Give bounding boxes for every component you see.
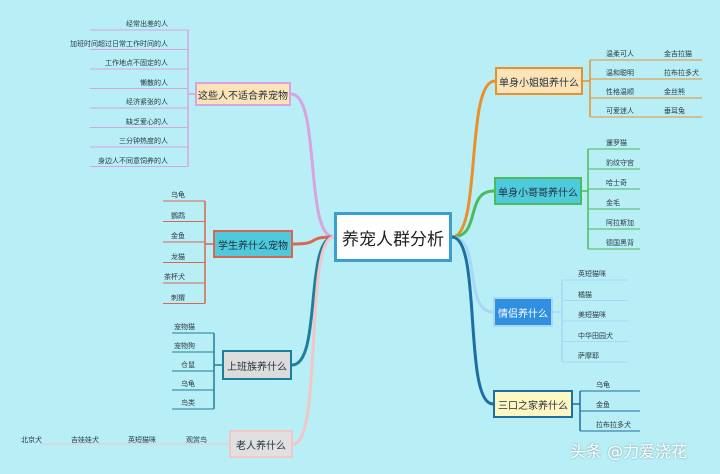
leaf-label[interactable]: 乌龟 [171,191,185,199]
leaf-label[interactable]: 懒散的人 [140,78,168,87]
leaf-label[interactable]: 德国黑背 [606,239,634,247]
leaf-label[interactable]: 龙猫 [171,252,185,261]
leaf-label[interactable]: 阿拉斯加 [606,219,634,227]
trait-label[interactable]: 性格温顺 [606,88,634,96]
leaf-label[interactable]: 茶杯犬 [164,273,185,281]
leaf-label[interactable]: 橘猫 [578,290,592,299]
leaf-label[interactable]: 身边人不同意饲养的人 [98,156,168,165]
leaf-label[interactable]: 金毛 [606,199,620,207]
trait-label[interactable]: 温柔可人 [606,50,634,58]
leaf-label[interactable]: 拉布拉多犬 [664,69,699,77]
leaf-label[interactable]: 金鱼 [596,401,610,409]
leaf-label[interactable]: 暹罗猫 [606,139,627,147]
branch-single-male[interactable]: 单身小哥哥养什么 [494,177,582,205]
leaf-label[interactable]: 金丝熊 [664,88,685,96]
leaf-label[interactable]: 北京犬 [21,436,42,444]
leaf-label[interactable]: 仓鼠 [181,361,195,369]
leaf-label[interactable]: 宠物猫 [174,323,195,331]
branch-curve [450,235,495,406]
root-node[interactable]: 养宠人群分析 [334,212,452,262]
watermark: 头条 @力爱浇花 [570,442,688,461]
branch-curve [450,235,495,314]
branch-unsuitable[interactable]: 这些人不适合养宠物 [195,82,291,106]
leaf-label[interactable]: 经常出差的人 [126,20,168,28]
leaf-label[interactable]: 哈士奇 [606,179,627,187]
branch-family[interactable]: 三口之家养什么 [493,390,573,418]
branch-office[interactable]: 上班族养什么 [222,350,292,380]
branch-elderly[interactable]: 老人养什么 [229,430,293,458]
branch-curve [450,189,496,239]
leaf-label[interactable]: 三分钟热度的人 [119,137,168,145]
leaf-label[interactable]: 乌龟 [181,380,195,388]
leaf-label[interactable]: 吉娃娃犬 [71,436,99,444]
leaf-label[interactable]: 观赏鸟 [186,436,207,444]
branch-student[interactable]: 学生养什么宠物 [213,230,293,258]
leaf-label[interactable]: 缺乏爱心的人 [126,117,168,126]
leaf-label[interactable]: 美短猫咪 [578,311,606,319]
leaf-label[interactable]: 金鱼 [171,232,185,240]
leaf-label[interactable]: 豹纹守宫 [606,159,634,167]
leaf-label[interactable]: 金吉拉猫 [664,50,692,58]
leaf-label[interactable]: 宠物狗 [174,342,195,350]
leaf-label[interactable]: 鸟类 [181,399,195,407]
leaf-label[interactable]: 加班时间超过日常工作时间的人 [70,39,168,48]
leaf-label[interactable]: 萨摩耶 [578,352,599,360]
leaf-label[interactable]: 乌龟 [596,381,610,389]
branch-curve [291,235,336,246]
leaf-label[interactable]: 垂耳兔 [664,107,685,115]
trait-label[interactable]: 温和聪明 [606,69,634,77]
branch-single-female[interactable]: 单身小姐姐养什么 [495,67,583,95]
leaf-label[interactable]: 拉布拉多犬 [596,421,631,429]
branch-curve [450,79,497,239]
branch-curve [291,235,336,446]
leaf-label[interactable]: 鹦鹉 [171,211,185,220]
branch-curve [289,92,336,239]
leaf-label[interactable]: 英短猫咪 [578,270,606,278]
leaf-label[interactable]: 经济紧张的人 [126,98,168,106]
leaf-label[interactable]: 工作地点不固定的人 [105,59,168,67]
leaf-label[interactable]: 英短猫咪 [128,436,156,444]
leaf-label[interactable]: 中华田园犬 [578,331,613,340]
leaf-label[interactable]: 刺猬 [171,293,185,302]
trait-label[interactable]: 可爱迷人 [606,107,634,115]
branch-couple[interactable]: 情侣养什么 [493,297,553,327]
